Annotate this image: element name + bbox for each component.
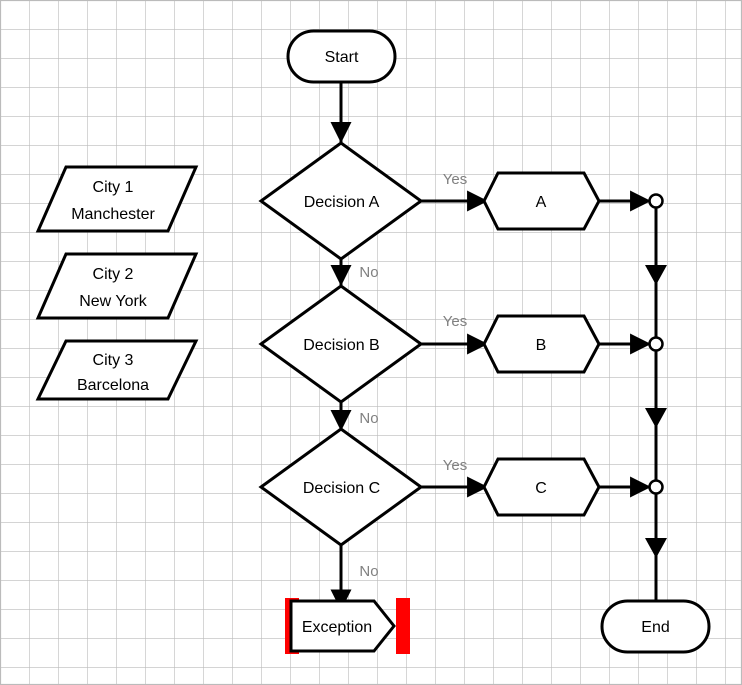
city-2-shape bbox=[35, 252, 199, 320]
city-2-line1: City 2 bbox=[93, 266, 134, 283]
city-1-shape bbox=[35, 165, 199, 233]
node-process-a[interactable]: A bbox=[482, 171, 601, 231]
city-2-line2: New York bbox=[79, 293, 148, 310]
node-city-2[interactable]: City 2 New York bbox=[35, 252, 199, 320]
city-3-line1: City 3 bbox=[93, 352, 134, 369]
start-shape bbox=[286, 29, 397, 84]
exception-label: Exception bbox=[302, 619, 372, 636]
node-city-3[interactable]: City 3 Barcelona bbox=[35, 339, 199, 401]
edge-label-b-no: No bbox=[359, 410, 378, 427]
end-label: End bbox=[641, 619, 669, 636]
decision-b-label: Decision B bbox=[303, 337, 379, 354]
decision-a-label: Decision A bbox=[304, 194, 380, 211]
node-decision-b[interactable]: Decision B bbox=[258, 284, 424, 404]
node-process-c[interactable]: C bbox=[482, 457, 601, 517]
node-exception[interactable]: Exception bbox=[285, 598, 410, 654]
node-decision-a[interactable]: Decision A bbox=[258, 141, 424, 261]
decision-c-label: Decision C bbox=[303, 480, 380, 497]
city-3-line2: Barcelona bbox=[77, 377, 149, 394]
city-1-line1: City 1 bbox=[93, 179, 134, 196]
exception-shape bbox=[289, 599, 396, 653]
city-3-shape bbox=[35, 339, 199, 401]
junction-node-c[interactable] bbox=[648, 479, 664, 495]
node-process-b[interactable]: B bbox=[482, 314, 601, 374]
arrowhead-collector-2 bbox=[645, 408, 667, 428]
node-decision-c[interactable]: Decision C bbox=[258, 427, 424, 547]
node-city-1[interactable]: City 1 Manchester bbox=[35, 165, 199, 233]
exception-marker-right-icon bbox=[396, 598, 410, 654]
edge-label-a-no: No bbox=[359, 264, 378, 281]
process-b-label: B bbox=[536, 337, 547, 354]
junction-node-a[interactable] bbox=[648, 193, 664, 209]
process-c-label: C bbox=[535, 480, 547, 497]
start-label: Start bbox=[325, 49, 359, 66]
arrowhead-collector-1 bbox=[645, 265, 667, 285]
edge-label-c-no: No bbox=[359, 563, 378, 580]
process-a-label: A bbox=[536, 194, 547, 211]
node-start[interactable]: Start bbox=[286, 29, 397, 84]
edge-label-a-yes: Yes bbox=[443, 171, 467, 188]
process-a-shape bbox=[482, 171, 601, 231]
arrowhead-collector-3 bbox=[645, 538, 667, 558]
city-1-line2: Manchester bbox=[71, 206, 155, 223]
edge-label-b-yes: Yes bbox=[443, 313, 467, 330]
edge-label-c-yes: Yes bbox=[443, 457, 467, 474]
end-shape bbox=[600, 599, 711, 654]
junction-node-b[interactable] bbox=[648, 336, 664, 352]
process-b-shape bbox=[482, 314, 601, 374]
process-c-shape bbox=[482, 457, 601, 517]
node-end[interactable]: End bbox=[600, 599, 711, 654]
